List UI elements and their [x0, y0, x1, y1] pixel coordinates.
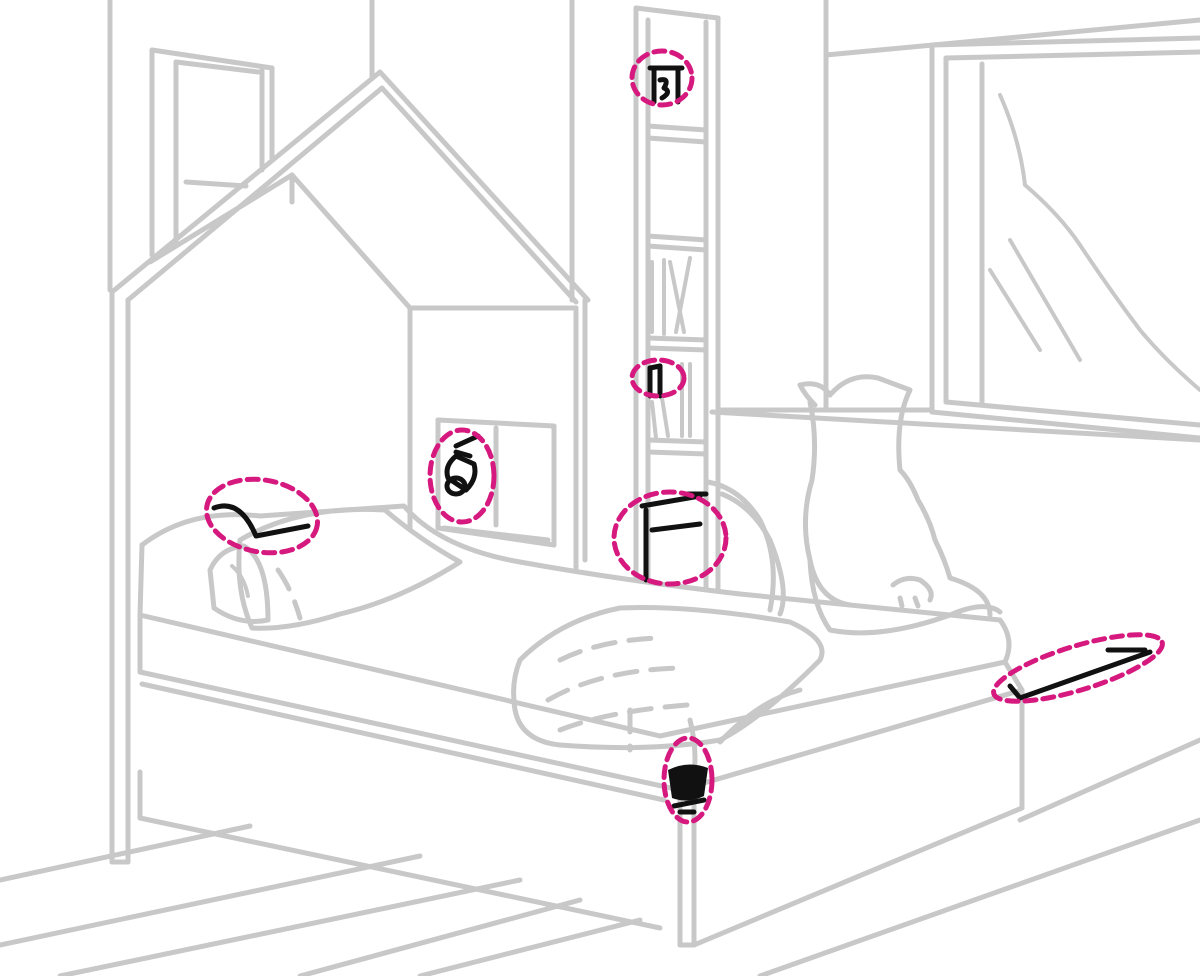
difference-items [211, 65, 1153, 815]
nightstand-frame-item [639, 491, 709, 583]
cup-item [647, 65, 685, 105]
cat [705, 374, 1003, 636]
bed-edge-bar-item [1007, 647, 1153, 701]
toilet-paper-roll-item [444, 433, 481, 497]
pillow-strap-item [211, 503, 311, 539]
house-headboard [109, 69, 591, 865]
difference-marker-cup[interactable] [629, 48, 695, 108]
difference-markers [201, 48, 1168, 825]
difference-marker-book-spine[interactable] [629, 357, 687, 399]
right-window [929, 35, 1200, 441]
difference-marker-nightstand[interactable] [611, 489, 729, 587]
bed-corner-leg-item [668, 764, 708, 815]
difference-marker-bed-edge[interactable] [987, 621, 1168, 715]
back-window [149, 47, 275, 258]
book-spine-item [647, 363, 663, 399]
difference-marker-bed-leg[interactable] [661, 735, 715, 825]
bed [137, 503, 1025, 948]
difference-marker-pillow-strap[interactable] [201, 471, 324, 561]
difference-marker-toilet-paper[interactable] [427, 427, 497, 525]
